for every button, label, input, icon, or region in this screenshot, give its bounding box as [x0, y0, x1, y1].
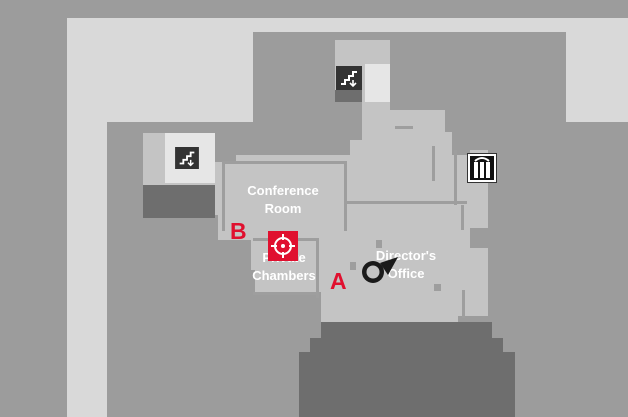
- target-icon[interactable]: [268, 231, 298, 261]
- outer-wall: [67, 18, 628, 417]
- marker-a: A: [330, 268, 347, 294]
- marker-b: B: [230, 218, 247, 244]
- stairs-down-icon[interactable]: [336, 66, 362, 90]
- player-location-icon: [362, 257, 398, 283]
- stairs-down-icon[interactable]: [175, 147, 199, 169]
- elevator-icon[interactable]: [467, 153, 497, 183]
- lower-floor-area: [299, 322, 515, 417]
- room-label-conference: Conference Room: [247, 183, 319, 216]
- room-label-directors-office: Director's Office: [375, 248, 437, 281]
